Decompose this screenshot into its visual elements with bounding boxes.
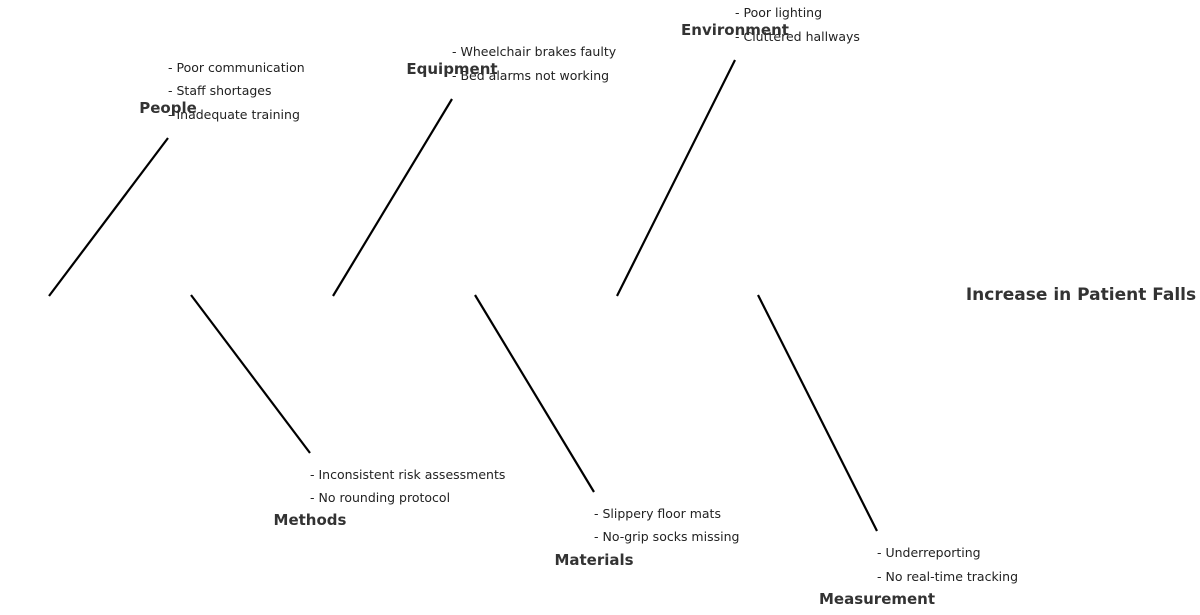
- cause-item: - Poor lighting: [735, 5, 822, 20]
- effect-label: Increase in Patient Falls: [966, 285, 1196, 305]
- category-equipment: - Wheelchair brakes faulty - Bed alarms …: [406, 44, 616, 83]
- cause-item: - Bed alarms not working: [452, 68, 609, 83]
- category-methods: - Inconsistent risk assessments - No rou…: [274, 467, 506, 529]
- category-environment: - Poor lighting - Cluttered hallways Env…: [681, 5, 860, 44]
- bone-materials: [474, 294, 595, 493]
- cause-item: - Poor communication: [168, 60, 305, 75]
- cause-item: - No rounding protocol: [310, 490, 450, 505]
- category-label-methods: Methods: [274, 511, 347, 529]
- bone-environment: [616, 59, 736, 297]
- bone-people: [48, 137, 169, 297]
- cause-item: - Cluttered hallways: [735, 29, 860, 44]
- bone-equipment: [332, 98, 453, 297]
- cause-item: - Inadequate training: [168, 107, 300, 122]
- cause-item: - No-grip socks missing: [594, 529, 739, 544]
- cause-item: - No real-time tracking: [877, 569, 1018, 584]
- cause-item: - Underreporting: [877, 545, 981, 560]
- category-materials: - Slippery floor mats - No-grip socks mi…: [554, 506, 739, 569]
- cause-item: - Slippery floor mats: [594, 506, 721, 521]
- bone-measurement: [757, 294, 878, 532]
- cause-item: - Wheelchair brakes faulty: [452, 44, 617, 59]
- category-label-environment: Environment: [681, 21, 789, 39]
- cause-item: - Staff shortages: [168, 83, 272, 98]
- category-label-measurement: Measurement: [819, 590, 935, 608]
- category-label-materials: Materials: [554, 551, 633, 569]
- category-people: - Poor communication - Staff shortages -…: [139, 60, 304, 122]
- category-measurement: - Underreporting - No real-time tracking…: [819, 545, 1018, 608]
- bone-methods: [190, 294, 311, 454]
- cause-item: - Inconsistent risk assessments: [310, 467, 505, 482]
- category-label-equipment: Equipment: [406, 60, 497, 78]
- category-label-people: People: [139, 99, 197, 117]
